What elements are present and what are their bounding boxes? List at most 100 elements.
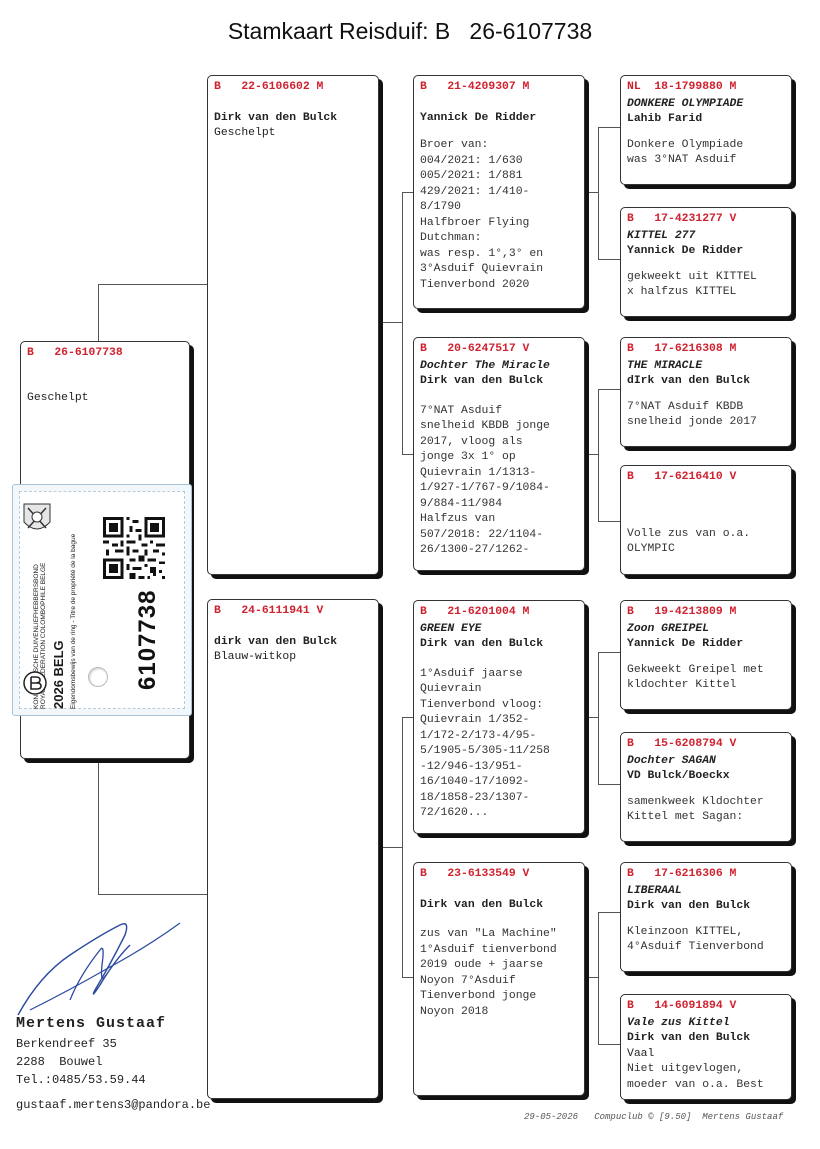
ring-number: B 21-6201004 M [420,606,530,618]
connector [98,760,99,894]
owner-name: Dirk van den Bulck [627,900,751,912]
ring-number: B 24-6111941 V [214,605,324,617]
pigeon-name: Dochter SAGAN [627,754,716,767]
print-footer: 29-05-2026 Compuclub © [9.50] Mertens Gu… [524,1112,784,1122]
pigeon-name: DONKERE OLYMPIADE [627,97,744,110]
grandsire-dam-card: B 21-6201004 M GREEN EYE Dirk van den Bu… [413,600,585,834]
pigeon-name: Vale zus Kittel [627,1016,730,1029]
sire-card: B 22-6106602 M Dirk van den Bulck Gesche… [207,75,379,575]
pigeon-name: Zoon GREIPEL [627,622,710,635]
connector [380,322,402,323]
ring-number: B 21-4209307 M [420,81,530,93]
pedigree-notes: Donkere Olympiade was 3°NAT Asduif [627,138,744,167]
owner-email: gustaaf.mertens3@pandora.be [16,1098,211,1112]
owner-name: Mertens Gustaaf [16,1015,167,1032]
ring-number: B 20-6247517 V [420,343,530,355]
pigeon-color: Geschelpt [214,127,276,139]
dam-card: B 24-6111941 V dirk van den Bulck Blauw-… [207,599,379,1099]
owner-name: Dirk van den Bulck [214,111,338,124]
owner-name: Dirk van den Bulck [420,375,544,387]
handwritten-signature [17,922,181,1016]
ggp-sss-card: NL 18-1799880 M DONKERE OLYMPIADE Lahib … [620,75,792,185]
connector [98,894,208,895]
connector [598,521,620,522]
owner-name: Dirk van den Bulck [420,638,544,650]
connector [402,717,414,718]
connector [586,454,598,455]
connector [586,977,598,978]
owner-contact-block: Mertens Gustaaf Berkendreef 35 2288 Bouw… [16,1015,166,1089]
ring-number: NL 18-1799880 M [627,81,737,93]
ring-number: B 17-6216306 M [627,868,737,880]
connector [598,912,599,1044]
ring-number-large-text: 6107738 [134,589,161,690]
connector [598,389,620,390]
pedigree-notes: 7°NAT Asduif snelheid KBDB jonge 2017, v… [420,404,550,557]
ring-number: B 14-6091894 V [627,1000,737,1012]
owner-name: Lahib Farid [627,113,703,125]
ring-number: B 26-6107738 [27,347,123,359]
connector [598,652,620,653]
pedigree-notes: Gekweekt Greipel met kldochter Kittel [627,663,764,692]
pedigree-notes: 7°NAT Asduif KBDB snelheid jonde 2017 [627,400,757,429]
connector [98,284,99,342]
connector [598,784,620,785]
ggp-dss-card: B 19-4213809 M Zoon GREIPEL Yannick De R… [620,600,792,710]
owner-name: Yannick De Ridder [420,111,537,124]
pedigree-notes: Broer van: 004/2021: 1/630 005/2021: 1/8… [420,139,544,291]
owner-name: dIrk van den Bulck [627,375,751,387]
federation-crest-icon [23,503,51,530]
connector [380,847,402,848]
pigeon-color: Vaal [627,1047,655,1060]
pigeon-name: KITTEL 277 [627,229,696,242]
connector [402,192,414,193]
punch-hole [88,667,108,687]
pedigree-notes: 1°Asduif jaarse Quievrain Tienverbond vl… [420,667,550,820]
connector [598,259,620,260]
connector [598,389,599,521]
owner-name: Dirk van den Bulck [420,898,544,911]
pedigree-notes: Volle zus van o.a. OLYMPIC [627,527,751,556]
ring-number: B 19-4213809 M [627,606,737,618]
connector [598,127,620,128]
ring-number-large: 6107738 [128,590,168,690]
ring-number: B 22-6106602 M [214,81,324,93]
pigeon-color: Geschelpt [27,391,89,404]
connector [402,192,403,454]
ggp-sds-card: B 17-6216308 M THE MIRACLE dIrk van den … [620,337,792,447]
pigeon-name: Dochter The Miracle [420,359,550,372]
pedigree-notes: Niet uitgevlogen, moeder van o.a. Best [627,1063,764,1091]
owner-phone: Tel.:0485/53.59.44 [16,1073,146,1087]
connector [586,192,598,193]
connector [598,127,599,259]
ring-number: B 23-6133549 V [420,868,530,880]
granddam-dam-card: B 23-6133549 V Dirk van den Bulck zus va… [413,862,585,1096]
ggp-ssd-card: B 17-4231277 V KITTEL 277 Yannick De Rid… [620,207,792,317]
pedigree-notes: zus van "La Machine" 1°Asduif tienverbon… [420,928,557,1018]
pigeon-name: GREEN EYE [420,622,482,635]
kbdb-logo-icon [23,671,47,695]
qr-code-icon [103,517,165,579]
grandsire-sire-card: B 21-4209307 M Yannick De Ridder Broer v… [413,75,585,309]
connector [598,912,620,913]
connector [98,284,208,285]
owner-name: Dirk van den Bulck [627,1032,751,1044]
ring-number: B 15-6208794 V [627,738,737,750]
ring-number: B 17-6216410 V [627,471,737,483]
owner-city: 2288 Bouwel [16,1055,103,1069]
connector [402,977,414,978]
owner-name: dirk van den Bulck [214,635,338,648]
page-title: Stamkaart Reisduif: B 26-6107738 [227,18,593,44]
pigeon-name: LIBERAAL [627,884,682,897]
granddam-sire-card: B 20-6247517 V Dochter The Miracle Dirk … [413,337,585,571]
pedigree-notes: gekweekt uit KITTEL x halfzus KITTEL [627,270,757,299]
ring-number: B 17-4231277 V [627,213,737,225]
connector [402,454,414,455]
owner-name: Yannick De Ridder [627,638,744,650]
connector [598,652,599,784]
pigeon-color: Blauw-witkop [214,651,297,663]
connector [598,1044,620,1045]
connector [402,717,403,977]
connector [586,717,598,718]
ggp-dds-card: B 17-6216306 M LIBERAAL Dirk van den Bul… [620,862,792,972]
